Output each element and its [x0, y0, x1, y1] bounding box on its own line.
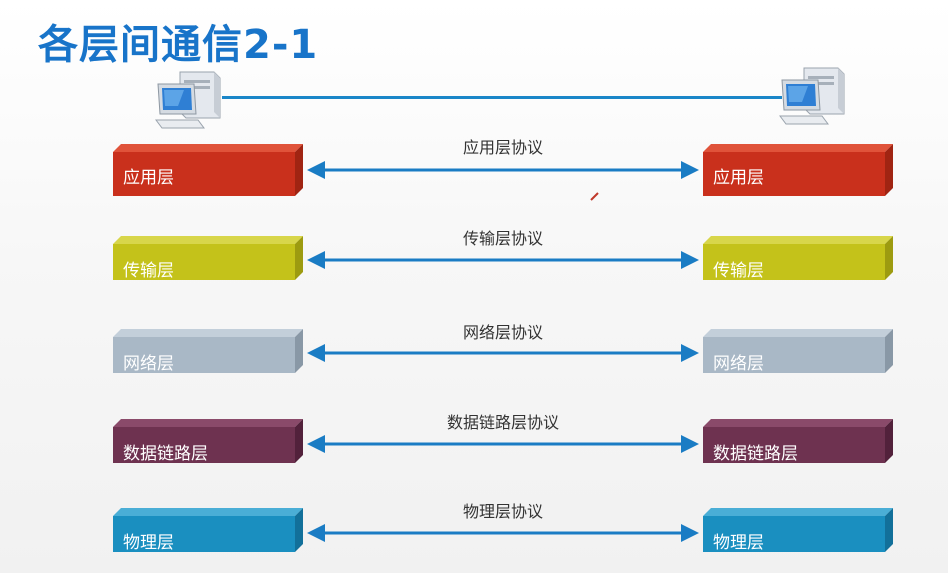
left-computer-icon — [154, 70, 224, 132]
datalink-protocol-label: 数据链路层协议 — [446, 413, 559, 432]
left-application-layer-box: 应用层 — [113, 144, 303, 196]
network-protocol-label: 网络层协议 — [462, 323, 543, 342]
left-transport-layer-box: 传输层 — [113, 236, 303, 288]
transport-protocol-label: 传输层协议 — [462, 229, 543, 248]
application-protocol-label: 应用层协议 — [462, 138, 543, 157]
right-physical-layer-box: 物理层 — [703, 508, 893, 560]
right-layer-label: 数据链路层 — [713, 444, 798, 464]
network-protocol-arrow — [307, 344, 699, 362]
application-protocol-arrow — [307, 161, 699, 179]
left-layer-label: 数据链路层 — [123, 444, 208, 464]
left-physical-layer-box: 物理层 — [113, 508, 303, 560]
left-datalink-layer-box: 数据链路层 — [113, 419, 303, 471]
right-network-layer-box: 网络层 — [703, 329, 893, 381]
datalink-protocol-arrow — [307, 435, 699, 453]
slide-title: 各层间通信2-1 — [38, 22, 319, 68]
pen-cursor-icon — [590, 192, 599, 201]
transport-protocol-arrow — [307, 251, 699, 269]
right-layer-label: 应用层 — [713, 168, 764, 188]
right-layer-label: 传输层 — [713, 261, 764, 281]
physical-protocol-label: 物理层协议 — [462, 502, 543, 521]
physical-protocol-arrow — [307, 524, 699, 542]
left-layer-label: 物理层 — [123, 533, 174, 553]
left-layer-label: 传输层 — [123, 261, 174, 281]
left-layer-label: 网络层 — [123, 354, 174, 374]
right-datalink-layer-box: 数据链路层 — [703, 419, 893, 471]
right-application-layer-box: 应用层 — [703, 144, 893, 196]
left-layer-label: 应用层 — [123, 168, 174, 188]
left-network-layer-box: 网络层 — [113, 329, 303, 381]
right-layer-label: 物理层 — [713, 533, 764, 553]
right-transport-layer-box: 传输层 — [703, 236, 893, 288]
right-layer-label: 网络层 — [713, 354, 764, 374]
right-computer-icon — [778, 66, 848, 128]
network-link-line — [222, 96, 782, 99]
